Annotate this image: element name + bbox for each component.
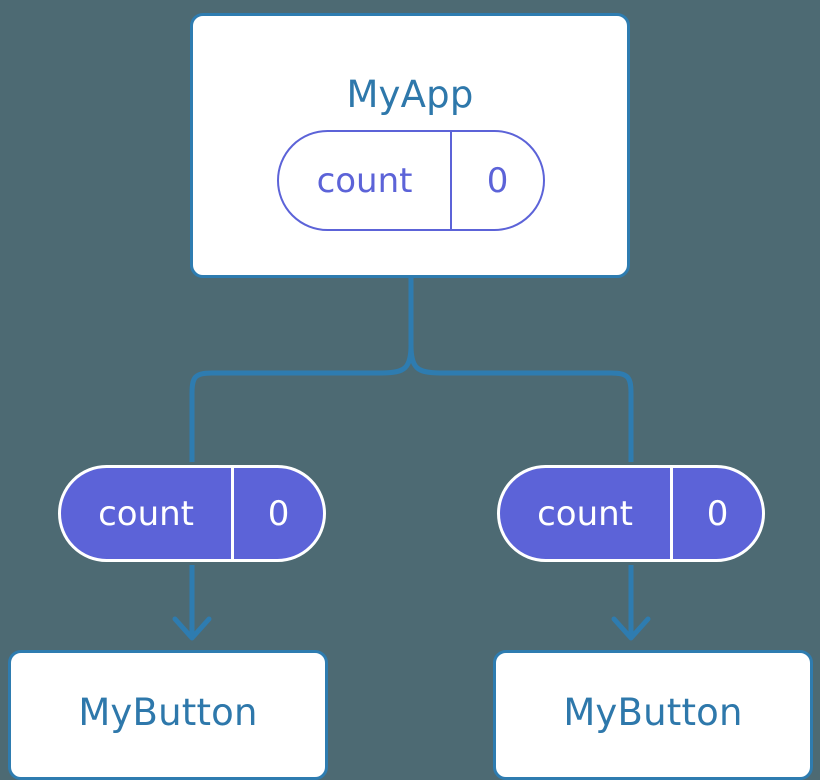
state-pill-key: count	[279, 132, 453, 229]
props-pill-left-count[interactable]: count 0	[58, 465, 326, 562]
arrow-right-head-icon	[611, 616, 651, 641]
state-pill-value: 0	[486, 160, 509, 201]
branch-left-line	[189, 344, 414, 462]
state-pill-myapp-count[interactable]: count 0	[277, 130, 545, 231]
arrow-left-head-icon	[172, 616, 212, 641]
branch-right-line	[408, 344, 634, 462]
props-pill-key: count	[500, 468, 674, 559]
component-title-mybutton-left: MyButton	[78, 691, 258, 734]
props-pill-value: 0	[706, 493, 729, 534]
component-box-mybutton-right[interactable]: MyButton	[493, 650, 813, 780]
component-title-myapp: MyApp	[346, 73, 474, 116]
props-pill-key: count	[61, 468, 235, 559]
props-pill-right-count[interactable]: count 0	[497, 465, 765, 562]
component-box-mybutton-left[interactable]: MyButton	[8, 650, 328, 780]
component-title-mybutton-right: MyButton	[563, 691, 743, 734]
props-pill-value: 0	[267, 493, 290, 534]
